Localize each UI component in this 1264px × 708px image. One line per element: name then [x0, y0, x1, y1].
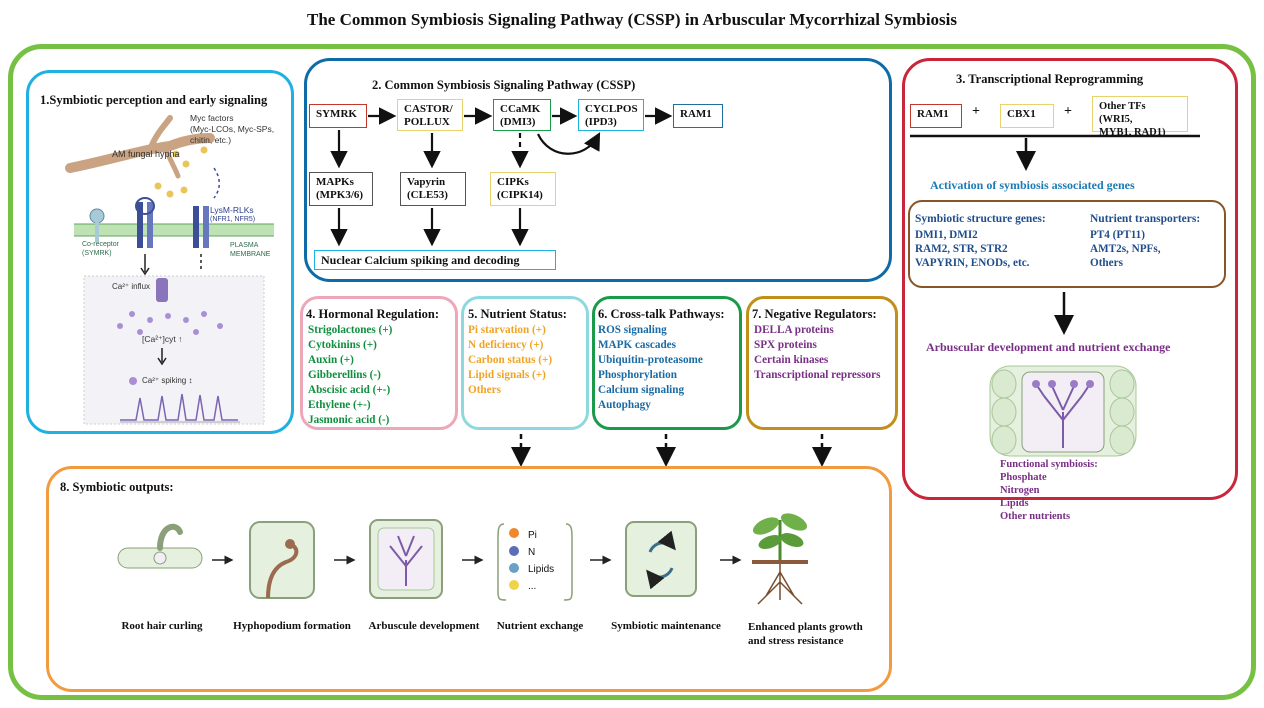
outer-frame [8, 44, 1256, 700]
activation-label: Activation of symbiosis associated genes [930, 178, 1135, 192]
arbuscule-icon [369, 519, 443, 599]
plus-sign-1: + [972, 104, 980, 119]
page-title: The Common Symbiosis Signaling Pathway (… [306, 10, 958, 29]
ca-spiking-label: Ca²⁺ spiking ↕ [142, 376, 193, 385]
am-fungal-hypha-label: AM fungal hypha [112, 149, 180, 159]
panel3-header: 3. Transcriptional Reprogramming [956, 72, 1144, 86]
nutrient-status-list: Pi starvation (+)N deficiency (+)Carbon … [468, 324, 553, 396]
symrk-box: SYMRK [309, 104, 367, 128]
root-hair-curling-icon [117, 523, 203, 569]
panel5-header: 5. Nutrient Status: [468, 307, 567, 321]
panel6-header: 6. Cross-talk Pathways: [598, 307, 725, 321]
step-hyphopodium: Hyphopodium formation [233, 620, 351, 632]
panel7-header: 7. Negative Regulators: [752, 307, 877, 321]
panel4-header: 4. Hormonal Regulation: [306, 307, 439, 321]
arbuscular-label: Arbuscular development and nutrient exch… [926, 340, 1171, 354]
step-maintenance: Symbiotic maintenance [611, 620, 721, 632]
hormonal-list: Strigolactones (+)Cytokinins (+)Auxin (+… [308, 324, 393, 426]
step-enhanced-growth: Enhanced plants growth and stress resist… [748, 621, 863, 647]
ca-cyt-label: [Ca²⁺]cyt ↑ [142, 334, 183, 344]
panel-outputs [46, 466, 892, 692]
panel-negative-regulators [746, 296, 898, 430]
nuclear-calcium-box: Nuclear Calcium spiking and decoding [314, 250, 556, 270]
step-nutrient-exchange: Nutrient exchange [496, 620, 584, 632]
ca-influx-label: Ca²⁺ influx [112, 282, 151, 291]
castor-pollux-box: CASTOR/POLLUX [397, 99, 463, 131]
root-cells-illustration [989, 365, 1137, 457]
p3-ram1-box: RAM1 [910, 104, 962, 128]
transporters-list: PT4 (PT11)AMT2s, NPFs,Others [1090, 229, 1161, 269]
cbx1-box: CBX1 [1000, 104, 1054, 128]
panel1-header: 1.Symbiotic perception and early signali… [40, 93, 268, 107]
hyphopodium-icon [249, 521, 315, 599]
panel-cssp [304, 58, 892, 282]
step-root-hair-curling: Root hair curling [121, 620, 203, 632]
panel-crosstalk [592, 296, 742, 430]
vapyrin-box: Vapyrin(CLE53) [400, 172, 466, 206]
panel8-header: 8. Symbiotic outputs: [60, 480, 174, 494]
transporters-header: Nutrient transporters: [1090, 213, 1201, 225]
ccamk-box: CCaMK(DMI3) [493, 99, 551, 131]
coreceptor-label: Co-receptor(SYMRK) [82, 241, 119, 257]
step-arbuscule: Arbuscule development [368, 620, 480, 632]
genes-box [908, 200, 1226, 288]
other-tfs-box: Other TFs (WRI5,MYB1, RAD1) [1092, 96, 1188, 138]
panel2-header: 2. Common Symbiosis Signaling Pathway (C… [372, 78, 636, 92]
plus-sign-2: + [1064, 104, 1072, 119]
nutrient-exchange-icon [497, 523, 573, 601]
myc-factors-label: Myc factors(Myc-LCOs, Myc-SPs,chitin, et… [190, 113, 275, 145]
panel-nutrient-status [461, 296, 589, 430]
mapks-box: MAPKs(MPK3/6) [309, 172, 373, 206]
cipks-box: CIPKs(CIPK14) [490, 172, 556, 206]
panel-hormonal [300, 296, 458, 430]
ram1-box: RAM1 [673, 104, 723, 128]
maintenance-cycle-icon [625, 521, 697, 597]
cyclops-box: CYCLPOS(IPD3) [578, 99, 644, 131]
plant-icon [752, 513, 808, 605]
lysm-label: LysM-RLKs(NFR1, NFR5) [210, 205, 256, 223]
structure-genes-header: Symbiotic structure genes: [915, 213, 1046, 225]
